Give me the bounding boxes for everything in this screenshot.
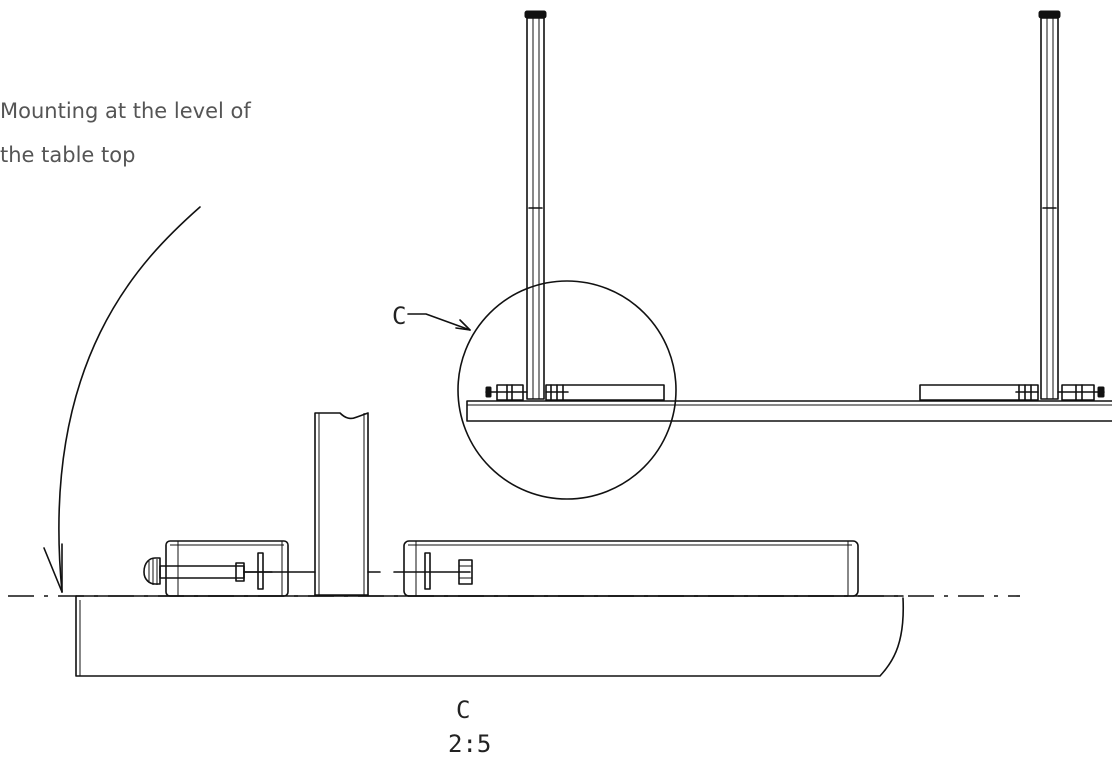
detail-circle [457,280,677,500]
table-overview [466,10,1112,422]
detail-callout-label: C [392,302,406,330]
annotation-line-2: the table top [0,143,135,167]
annotation-line-1: Mounting at the level of [0,99,251,123]
mounting-annotation: Mounting at the level of the table top [0,99,251,167]
overview-right-leg [1038,10,1061,400]
detail-clamp-screw [143,552,316,590]
detail-c-callout: C [392,280,677,500]
detail-left-clamp-housing [165,540,289,597]
detail-right-beam [403,540,859,597]
detail-caption-scale: 2:5 [448,730,491,758]
detail-caption: C 2:5 [448,696,491,758]
detail-view [8,412,1020,677]
overview-left-beam [545,384,665,401]
overview-table-top [466,400,1112,422]
overview-left-leg [524,10,547,400]
overview-right-beam [919,384,1039,401]
detail-leg [314,412,369,596]
detail-caption-label: C [456,696,470,724]
overview-left-clamp [485,384,528,401]
curved-arrow-icon [43,206,201,593]
overview-right-clamp [1057,384,1105,401]
